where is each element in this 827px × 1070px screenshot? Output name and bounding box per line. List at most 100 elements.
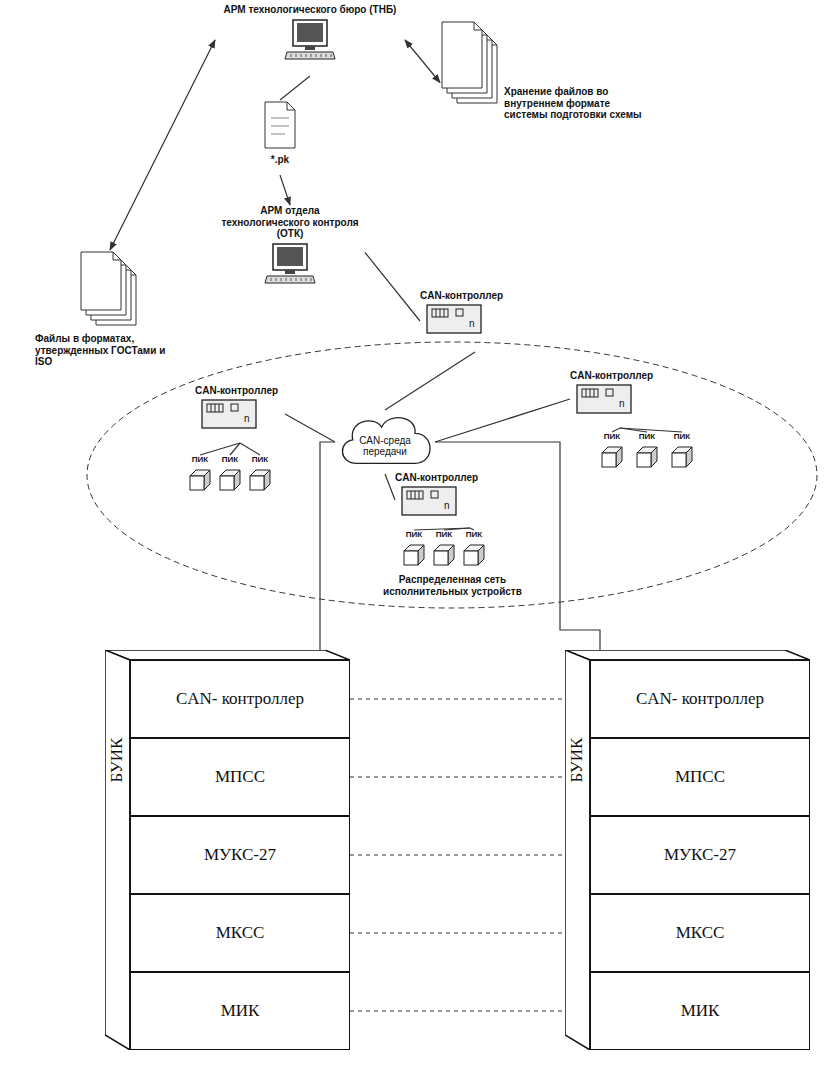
rack-module: МКСС — [130, 894, 350, 972]
rack-module: CAN- контроллер — [590, 660, 810, 738]
node-label: ПИК — [639, 432, 655, 442]
workstation: АРМ отдела технологического контроля (ОТ… — [215, 205, 365, 300]
connector — [320, 442, 335, 650]
actuator-cube — [635, 445, 659, 469]
file-set: Файлы в форматах, утвержденных ГОСТами и… — [35, 250, 185, 380]
connector — [385, 474, 395, 500]
node-label: АРМ отдела технологического контроля (ОТ… — [215, 205, 365, 240]
port-letter: n — [619, 398, 625, 410]
node-label: CAN- контроллер — [636, 689, 764, 709]
node-label: ПИК — [436, 530, 452, 540]
actuator: ПИК — [668, 432, 696, 474]
connector — [435, 399, 570, 442]
node-label: МУКС-27 — [664, 845, 736, 865]
can-controller: CAN-контроллер n — [195, 385, 285, 443]
network-region: Распределенная сеть исполнительных устро… — [85, 340, 820, 610]
actuator-cube — [248, 468, 272, 492]
connector — [414, 528, 470, 530]
connector — [444, 528, 470, 530]
rack-module: МИК — [590, 972, 810, 1050]
file-stack-icon — [440, 20, 502, 108]
connector — [620, 428, 682, 432]
rack-module: МУКС-27 — [590, 816, 810, 894]
rack-module: CAN- контроллер — [130, 660, 350, 738]
actuator: ПИК — [598, 432, 626, 474]
connector — [285, 414, 335, 442]
node-label: МПСС — [675, 767, 725, 787]
connector — [470, 528, 474, 530]
can-controller: CAN-контроллер n — [570, 370, 670, 428]
controller-body: n — [576, 384, 632, 414]
connector — [280, 76, 310, 100]
transmission-cloud: CAN-среда передачи — [335, 410, 435, 474]
node-label: ПИК — [192, 455, 208, 465]
node-label: БУИК — [565, 725, 589, 795]
actuator: ПИК — [216, 455, 244, 497]
file-icon — [263, 100, 297, 152]
connector — [365, 253, 420, 322]
actuator: ПИК — [430, 530, 458, 572]
node-label: CAN-среда передачи — [354, 435, 416, 458]
node-label: МИК — [681, 1001, 720, 1021]
node-label: БУИК — [105, 725, 129, 795]
port-letter: n — [244, 413, 250, 425]
actuator-cube — [462, 543, 486, 567]
port-letter: n — [469, 318, 475, 330]
rack-module: МПСС — [130, 738, 350, 816]
node-label: CAN-контроллер — [420, 290, 503, 302]
rack-module: МПСС — [590, 738, 810, 816]
actuator-cube — [188, 468, 212, 492]
rack-module: МИК — [130, 972, 350, 1050]
control-unit-rack: БУИК CAN- контроллерМПСС МУКС-27МКСС МИК — [565, 650, 810, 1050]
controller-body: n — [426, 304, 482, 334]
connector — [230, 443, 240, 455]
module-link — [350, 1011, 590, 1012]
node-label: МКСС — [676, 923, 725, 943]
node-label: CAN- контроллер — [176, 689, 304, 709]
export-file: *.pk — [250, 100, 310, 175]
actuator: ПИК — [633, 432, 661, 474]
node-label: ПИК — [222, 455, 238, 465]
node-label: МКСС — [216, 923, 265, 943]
connector — [385, 352, 475, 410]
connector — [110, 40, 215, 250]
controller-body: n — [401, 486, 457, 516]
node-label: ПИК — [674, 432, 690, 442]
node-label: CAN-контроллер — [195, 385, 278, 397]
computer-icon — [265, 243, 315, 285]
actuator-cube — [670, 445, 694, 469]
node-label: АРМ технологического бюро (ТНБ) — [215, 4, 405, 16]
module-link — [350, 777, 590, 778]
node-label: CAN-контроллер — [570, 370, 653, 382]
node-label: ПИК — [406, 530, 422, 540]
node-label: МПСС — [215, 767, 265, 787]
node-label: *.pk — [271, 154, 289, 166]
actuator-cube — [600, 445, 624, 469]
actuator-cube — [402, 543, 426, 567]
actuator: ПИК — [186, 455, 214, 497]
connector — [200, 443, 240, 455]
node-label: ПИК — [466, 530, 482, 540]
node-label: МИК — [221, 1001, 260, 1021]
actuator-cube — [218, 468, 242, 492]
actuator-cube — [432, 543, 456, 567]
connector — [240, 443, 260, 455]
node-label: МУКС-27 — [204, 845, 276, 865]
actuator: ПИК — [400, 530, 428, 572]
rack-module: МУКС-27 — [130, 816, 350, 894]
connector — [280, 175, 290, 205]
actuator: ПИК — [246, 455, 274, 497]
port-letter: n — [444, 500, 450, 512]
computer-icon — [285, 19, 335, 61]
connector — [405, 40, 440, 83]
module-link — [350, 933, 590, 934]
node-label: Распределенная сеть исполнительных устро… — [360, 574, 545, 597]
file-stack-icon — [79, 250, 141, 330]
node-label: Файлы в форматах, утвержденных ГОСТами и… — [35, 333, 185, 368]
can-controller: CAN-контроллерn — [395, 472, 545, 528]
control-unit-rack: БУИК CAN- контроллерМПСС МУКС-27МКСС МИК — [105, 650, 350, 1050]
controller-body: n — [201, 399, 257, 429]
connector — [612, 428, 620, 432]
node-label: Хранение файлов во внутреннем формате си… — [504, 86, 652, 121]
